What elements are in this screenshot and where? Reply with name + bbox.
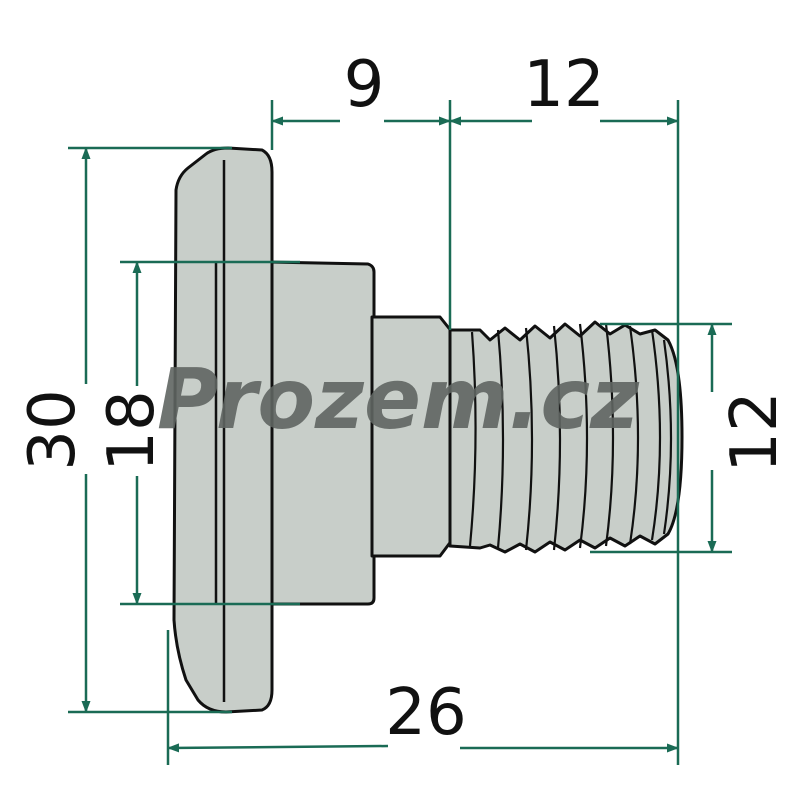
dim-label-head-diameter: 30 <box>16 389 90 470</box>
dim-label-thread-length: 12 <box>523 48 604 122</box>
thread-flank-lines <box>468 323 673 551</box>
bolt-part <box>172 146 684 714</box>
dim-label-collar-width: 9 <box>344 48 385 122</box>
bolt-collar <box>266 260 376 606</box>
dimension-lines <box>68 100 732 765</box>
dimension-labels: 9 12 26 30 18 12 <box>16 48 792 750</box>
watermark-text: Prozem.cz <box>157 350 640 448</box>
dim-label-thread-diameter: 12 <box>718 391 792 472</box>
dim-label-collar-diameter: 18 <box>95 390 169 471</box>
dim-label-total-length: 26 <box>385 676 466 750</box>
head-detail-lines <box>214 160 226 702</box>
bolt-thread-body <box>448 320 684 554</box>
